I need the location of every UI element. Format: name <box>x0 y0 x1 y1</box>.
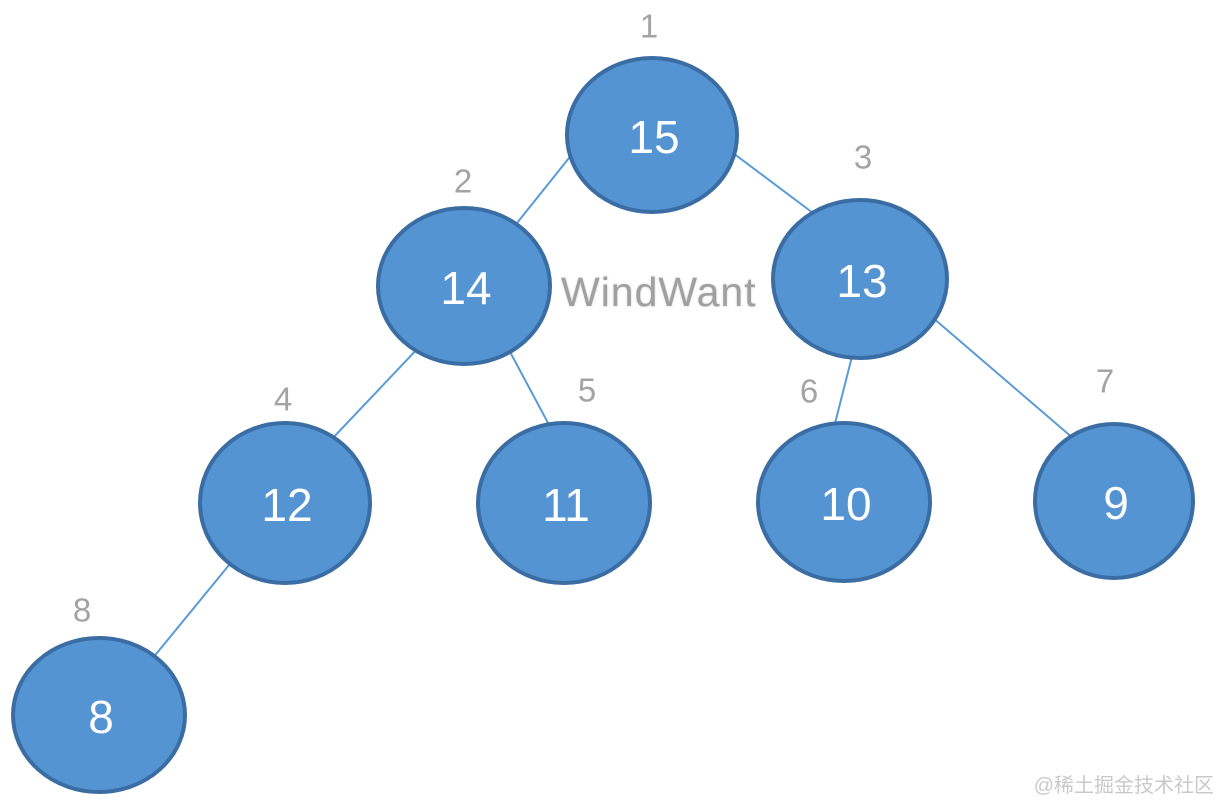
node-value-5: 11 <box>542 479 590 531</box>
tree-nodes-layer: 15 14 13 12 11 10 9 8 <box>11 56 1195 794</box>
tree-node-8 <box>11 636 187 794</box>
index-label-7: 7 <box>1096 363 1114 400</box>
node-value-4: 12 <box>261 479 312 531</box>
index-label-4: 4 <box>274 381 292 418</box>
tree-edge-3-7 <box>910 298 1089 452</box>
node-value-8: 8 <box>88 691 114 743</box>
index-label-6: 6 <box>800 373 818 410</box>
node-value-1: 15 <box>628 111 679 163</box>
tree-node-2 <box>376 206 552 366</box>
index-label-5: 5 <box>578 372 596 409</box>
tree-node-6 <box>756 421 932 583</box>
node-value-3: 13 <box>836 255 887 307</box>
tree-node-7 <box>1033 422 1195 580</box>
index-label-1: 1 <box>640 8 658 45</box>
tree-node-5 <box>476 421 652 585</box>
index-label-2: 2 <box>454 163 472 200</box>
node-value-2: 14 <box>440 262 491 314</box>
index-label-8: 8 <box>73 592 91 629</box>
watermark-text: WindWant <box>561 269 757 315</box>
credit-watermark: @稀土掘金技术社区 <box>1033 775 1214 797</box>
node-value-6: 10 <box>820 478 871 530</box>
tree-node-4 <box>198 421 372 585</box>
node-value-7: 9 <box>1103 477 1129 529</box>
tree-node-1 <box>565 56 739 214</box>
index-label-3: 3 <box>854 139 872 176</box>
tree-node-3 <box>771 198 949 360</box>
